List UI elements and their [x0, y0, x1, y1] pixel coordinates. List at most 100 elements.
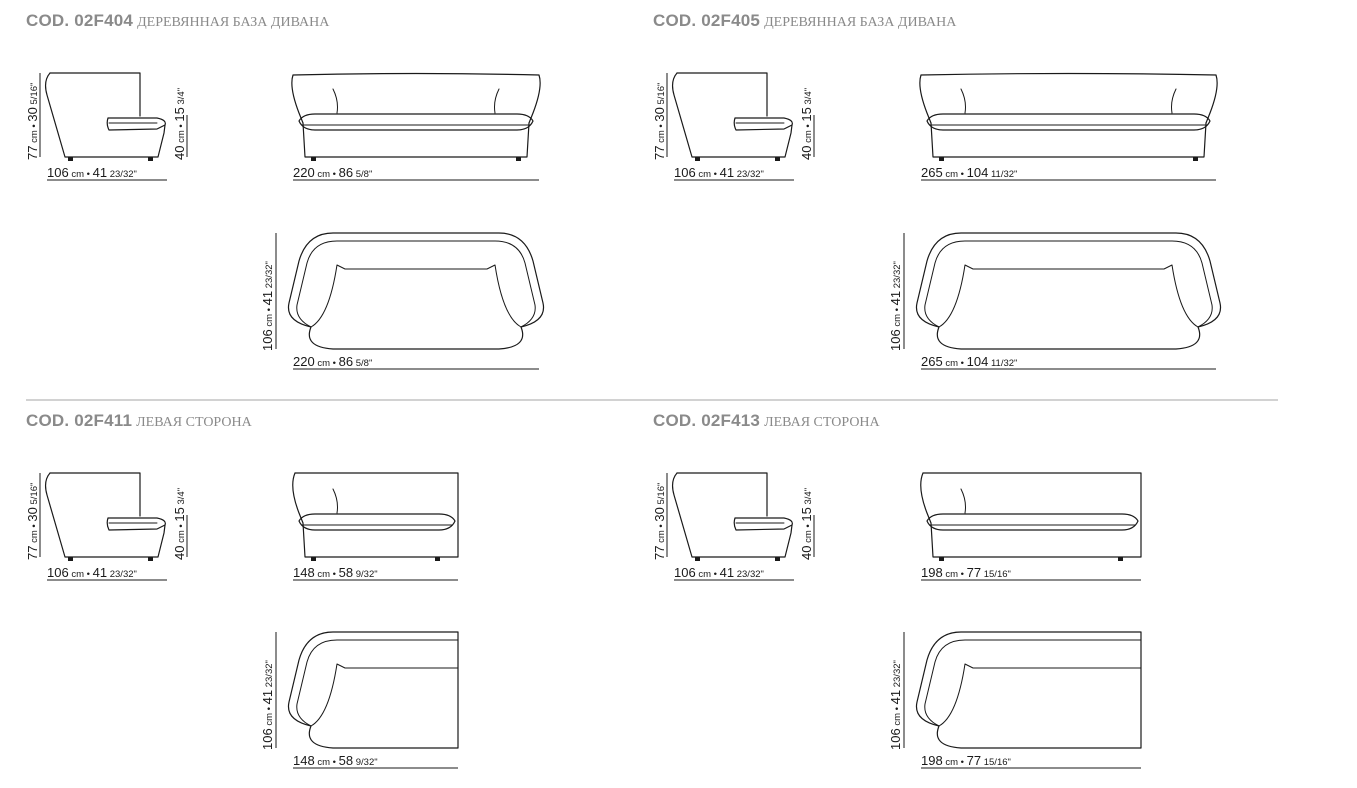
- dimension-unit: cm: [943, 358, 961, 369]
- dimension-inch-value: 58: [339, 753, 353, 768]
- dimension-inch-value: 86: [339, 354, 353, 369]
- dimension-inch-fraction: 23/32": [734, 169, 764, 180]
- dimension-inch-fraction: 9/32": [353, 569, 378, 580]
- dimension-inch-fraction: 15/16": [981, 757, 1011, 768]
- side-backrest-outline: [676, 72, 768, 117]
- dimension-inch-value: 30: [25, 107, 40, 121]
- dimension-unit: cm: [892, 710, 903, 728]
- dimension-unit: cm: [264, 311, 275, 329]
- dimension-separator: •: [333, 169, 339, 180]
- dimension-unit: cm: [656, 528, 667, 546]
- dimension-separator: •: [87, 569, 93, 580]
- side-foot-back: [775, 157, 780, 161]
- dimension-inch-value: 15: [799, 107, 814, 121]
- dimension-inch-fraction: 23/32": [264, 261, 275, 291]
- dimension-separator: •: [714, 569, 720, 580]
- dimension-unit: cm: [176, 528, 187, 546]
- dimension-inch-fraction: 23/32": [892, 660, 903, 690]
- front-width-dimension: 198 cm • 77 15/16": [921, 565, 1011, 580]
- side-body-outline: [44, 72, 166, 158]
- top-outline: [287, 631, 459, 749]
- dimension-separator: •: [961, 358, 967, 369]
- dimension-inch-fraction: 11/32": [988, 169, 1017, 180]
- side-backrest-outline: [49, 72, 141, 117]
- front-arm-curve: [960, 488, 966, 514]
- front-arm-curves: [960, 88, 1177, 114]
- front-foot-right: [1118, 557, 1123, 561]
- top-depth-dimension: 106 cm • 41 23/32": [888, 660, 903, 750]
- product-label: ДЕРЕВЯННАЯ БАЗА ДИВАНА: [764, 15, 957, 30]
- dimension-cm-value: 106: [47, 165, 69, 180]
- dimension-inch-value: 41: [260, 690, 275, 704]
- dimension-cm-value: 148: [293, 565, 315, 580]
- dimension-unit: cm: [696, 169, 714, 180]
- dimension-cm-value: 106: [260, 728, 275, 750]
- dimension-cm-value: 106: [47, 565, 69, 580]
- dimension-inch-value: 77: [967, 565, 981, 580]
- dimension-separator: •: [803, 522, 814, 528]
- dimension-inch-fraction: 15/16": [981, 569, 1011, 580]
- dimension-inch-value: 41: [888, 291, 903, 305]
- section-divider: [26, 399, 1278, 401]
- dimension-inch-fraction: 5/8": [353, 358, 372, 369]
- dimension-cm-value: 265: [921, 354, 943, 369]
- dimension-unit: cm: [943, 169, 961, 180]
- dimension-cm-value: 77: [652, 146, 667, 160]
- dimension-inch-value: 58: [339, 565, 353, 580]
- product-code: COD. 02F411: [26, 411, 133, 430]
- dimension-inch-value: 104: [967, 354, 989, 369]
- dimension-inch-value: 41: [260, 291, 275, 305]
- dimension-inch-fraction: 3/4": [176, 488, 187, 507]
- dimension-inch-value: 30: [652, 107, 667, 121]
- top-width-dimension: 265 cm • 104 11/32": [921, 354, 1017, 369]
- front-width-dimension: 220 cm • 86 5/8": [293, 165, 372, 180]
- side-foot-front: [695, 157, 700, 161]
- dimension-cm-value: 40: [799, 146, 814, 160]
- front-foot-left: [311, 157, 316, 161]
- top-inner-arm-line: [924, 639, 1142, 727]
- side-seat-cushion: [733, 117, 793, 131]
- side-foot-back: [148, 557, 153, 561]
- drawing-02f404: 77 cm • 30 5/16"40 cm • 15 3/4"106 cm • …: [25, 72, 545, 370]
- dimension-separator: •: [892, 305, 903, 311]
- dimension-separator: •: [333, 358, 339, 369]
- dimension-separator: •: [333, 757, 339, 768]
- dimension-inch-value: 104: [967, 165, 989, 180]
- front-seat-cushion: [298, 513, 456, 531]
- dimension-cm-value: 106: [260, 329, 275, 351]
- side-seat-height-dimension: 40 cm • 15 3/4": [799, 488, 814, 560]
- dimension-cm-value: 198: [921, 565, 943, 580]
- dimension-cm-value: 106: [888, 728, 903, 750]
- dimension-unit: cm: [29, 128, 40, 146]
- dimension-cm-value: 265: [921, 165, 943, 180]
- dimension-separator: •: [176, 522, 187, 528]
- product-label: ДЕРЕВЯННАЯ БАЗА ДИВАНА: [137, 15, 330, 30]
- product-label: ЛЕВАЯ СТОРОНА: [764, 415, 880, 430]
- dimension-inch-value: 30: [652, 507, 667, 521]
- front-base-outline: [302, 122, 530, 158]
- dimension-separator: •: [264, 305, 275, 311]
- product-code: COD. 02F413: [653, 411, 761, 430]
- product-code: COD. 02F405: [653, 11, 761, 30]
- front-outline: [292, 472, 459, 558]
- product-code: COD. 02F404: [26, 11, 134, 30]
- dimension-unit: cm: [69, 569, 87, 580]
- dimension-separator: •: [961, 169, 967, 180]
- side-backrest-outline: [676, 472, 768, 517]
- side-depth-dimension: 106 cm • 41 23/32": [47, 165, 137, 180]
- dimension-cm-value: 220: [293, 354, 315, 369]
- dimension-separator: •: [29, 522, 40, 528]
- dimension-cm-value: 198: [921, 753, 943, 768]
- dimension-unit: cm: [69, 169, 87, 180]
- dimension-inch-fraction: 5/16": [29, 483, 40, 508]
- side-foot-back: [148, 157, 153, 161]
- dimension-inch-fraction: 23/32": [107, 169, 137, 180]
- front-foot-left: [939, 557, 944, 561]
- dimension-inch-value: 41: [93, 565, 107, 580]
- front-outline: [920, 472, 1142, 558]
- dimension-unit: cm: [29, 528, 40, 546]
